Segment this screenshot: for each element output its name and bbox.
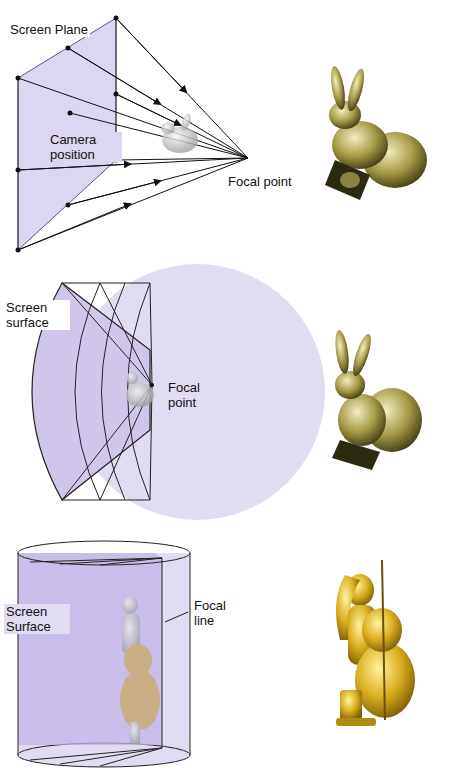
screen-plane-label: Screen Plane: [8, 22, 90, 37]
focal-point-label: Focal point: [166, 380, 210, 410]
screen-surface-label: Screen surface: [4, 300, 70, 330]
bunny-render-flat: [325, 65, 427, 200]
focal-point-label: Focal point: [226, 174, 294, 189]
cylindrical-projection: [18, 541, 190, 767]
focal-line-label: Focal line: [192, 598, 236, 628]
spherical-projection: [32, 264, 325, 520]
cellist-render: [336, 560, 415, 726]
screen-surface-label: Screen Surface: [4, 604, 70, 634]
bunny-render-sphere: [332, 329, 422, 470]
grey-bunny: [161, 112, 198, 153]
grey-cellist: [120, 596, 160, 744]
camera-label: Camera position: [48, 132, 122, 162]
planar-projection: [16, 16, 249, 253]
